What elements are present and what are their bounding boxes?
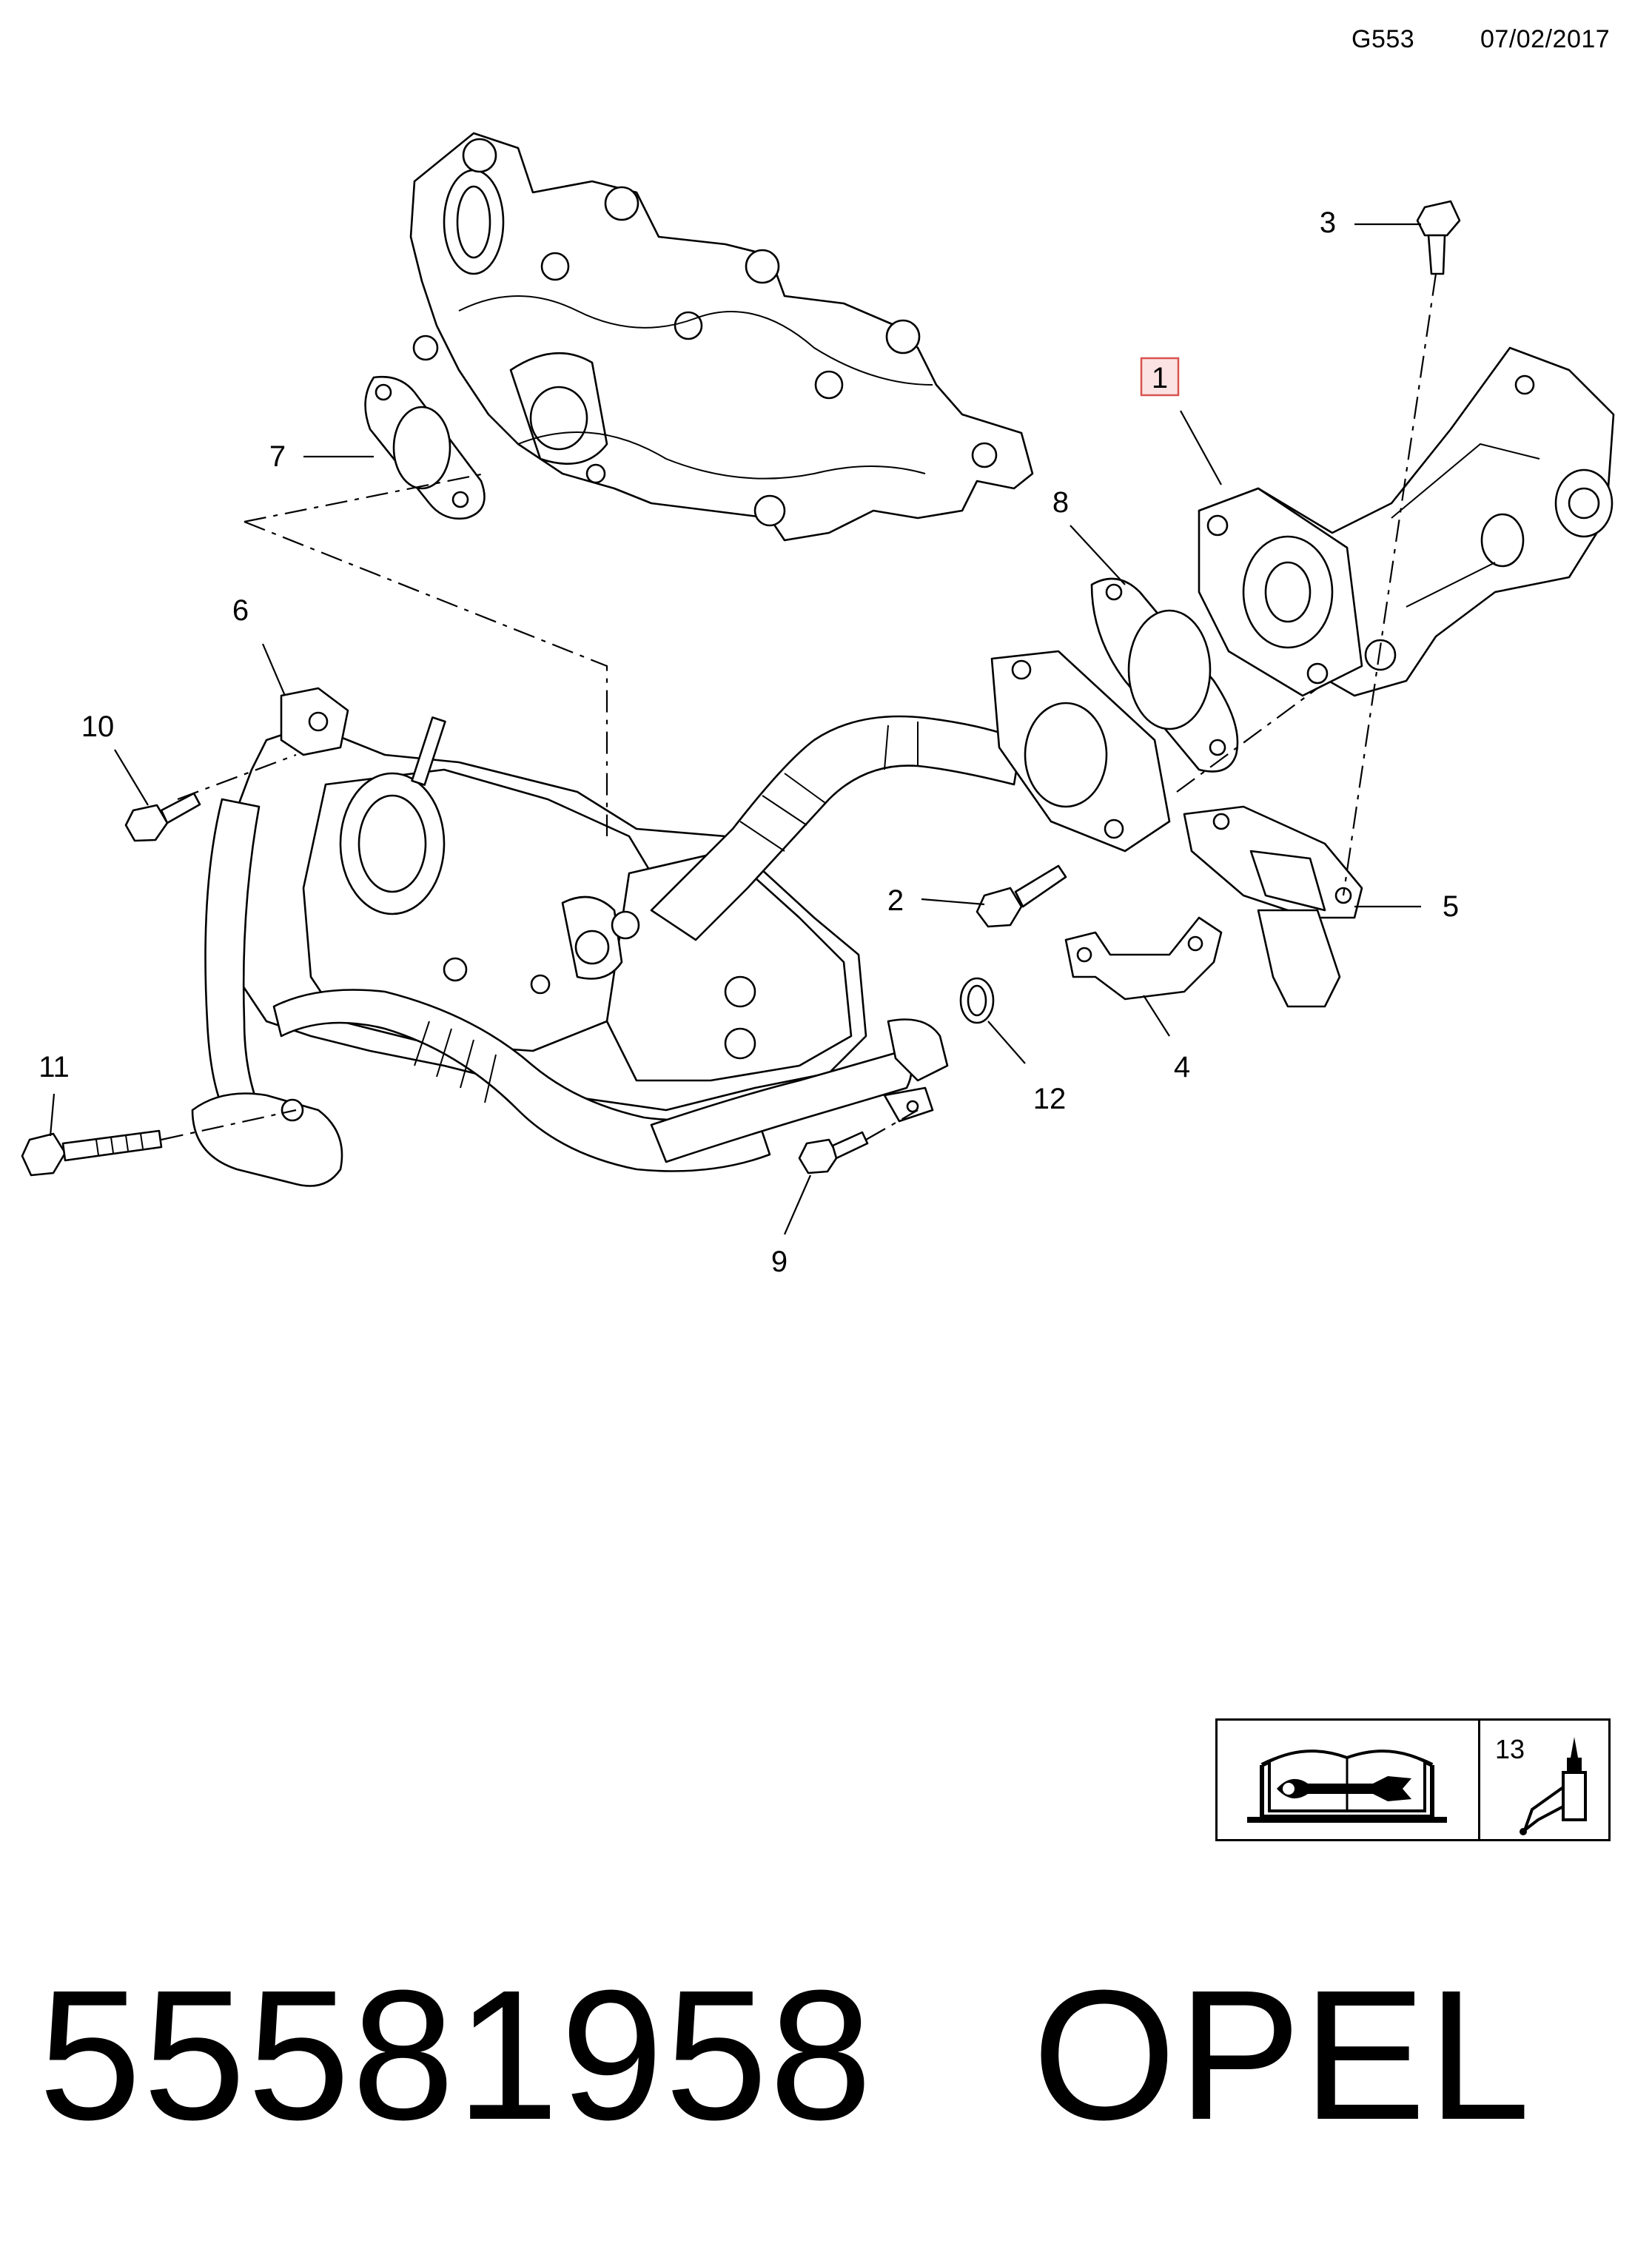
egr-cooler-assembly-drawing: [191, 687, 949, 1187]
alignment-line-bolt-11: [161, 1109, 297, 1141]
egr-valve-1-drawing: [1198, 346, 1615, 697]
leader-lines: [49, 223, 1421, 1235]
legend-adhesive-label: 13: [1495, 1734, 1525, 1764]
bolt-11-drawing: [21, 1129, 163, 1177]
legend-box: 13: [1215, 1718, 1611, 1841]
seal-ring-12-drawing: [959, 977, 995, 1024]
egr-transfer-pipe-drawing: [650, 650, 1171, 941]
bolt-2-drawing: [976, 864, 1067, 928]
callout-3: 3: [1320, 206, 1336, 239]
part-number-and-brand: 55581958 OPEL: [38, 1963, 1532, 2148]
alignment-line-bolt-9: [865, 1109, 919, 1140]
alignment-line-bolt-10: [177, 753, 297, 801]
legend-repair-manual: [1218, 1721, 1480, 1839]
bolt-9-drawing: [798, 1131, 869, 1174]
callout-7: 7: [269, 440, 286, 473]
part-number: 55581958: [38, 1952, 874, 2158]
callout-10: 10: [81, 710, 115, 743]
gasket-adapter-5-drawing: [1183, 805, 1363, 1008]
exhaust-manifold-drawing: [409, 132, 1034, 542]
callout-2: 2: [887, 884, 904, 917]
callout-4: 4: [1174, 1051, 1190, 1083]
legend-adhesive: 13: [1480, 1721, 1608, 1839]
callout-6: 6: [232, 594, 249, 627]
brand-name: OPEL: [1032, 1952, 1532, 2158]
alignment-line-valve: [1176, 688, 1318, 793]
egr-valve-gasket-8: [1090, 577, 1239, 773]
bracket-4-drawing: [1064, 916, 1223, 1001]
manifold-gasket-7: [364, 375, 486, 520]
highlight-box-callout-1: [1140, 357, 1180, 397]
callout-1: 1: [1152, 362, 1168, 394]
callout-12: 12: [1033, 1083, 1067, 1115]
adhesive-bottle-icon: [1520, 1737, 1587, 1835]
repair-manual-wrench-icon: [1247, 1749, 1447, 1823]
alignment-line-bolt-3: [1342, 273, 1437, 896]
callout-5: 5: [1443, 890, 1459, 923]
callout-8: 8: [1052, 486, 1069, 519]
callout-9: 9: [771, 1246, 788, 1278]
callout-11: 11: [38, 1051, 70, 1083]
alignment-line-cooler: [244, 520, 608, 836]
bolt-3-drawing: [1416, 200, 1461, 275]
bolt-10-drawing: [124, 792, 201, 842]
illustration-code: G553: [1352, 25, 1415, 53]
illustration-date: 07/02/2017: [1480, 25, 1611, 53]
